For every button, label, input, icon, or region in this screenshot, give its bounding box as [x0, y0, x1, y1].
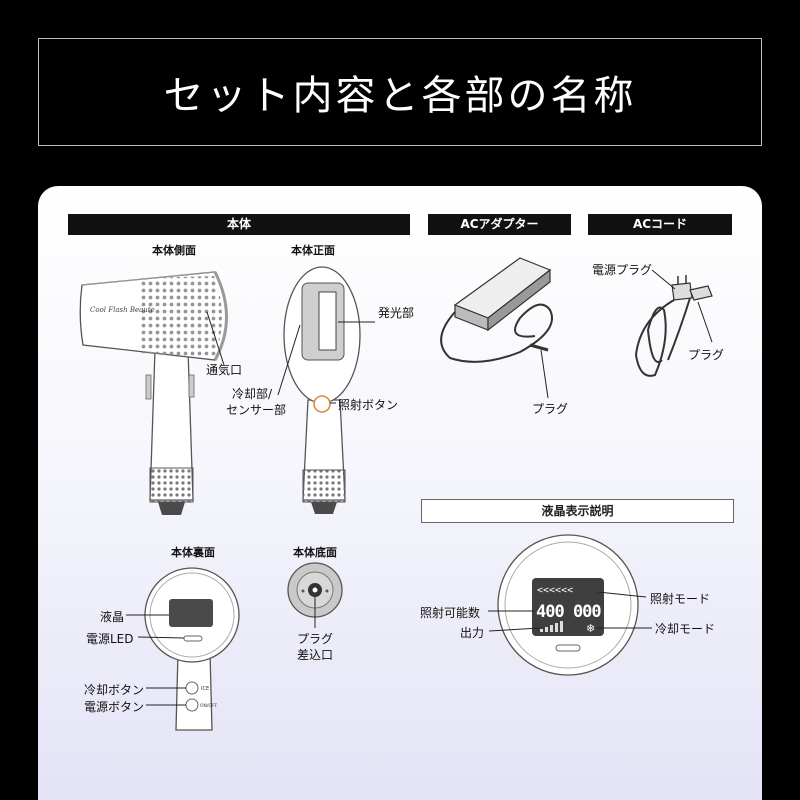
view-side: 本体側面 [152, 244, 196, 257]
title-box: セット内容と各部の名称 [38, 38, 762, 146]
section-body: 本体 [68, 214, 410, 235]
label-adapter-plug: プラグ [532, 402, 569, 416]
bottom-view-device [287, 562, 343, 628]
snowflake-icon: ❄ [586, 622, 595, 635]
view-back: 本体裏面 [171, 546, 215, 559]
label-power-button: 電源ボタン [84, 700, 145, 714]
ice-label: ICE [201, 686, 209, 692]
label-output: 出力 [460, 626, 485, 640]
mode-arrows: <<<<<< [537, 585, 573, 596]
ac-cord [634, 269, 713, 377]
label-cooling-sensor-2: センサー部 [226, 403, 287, 417]
label-cooling-sensor-1: 冷却部/ [232, 387, 273, 401]
label-power-led: 電源LED [86, 632, 134, 646]
page-title: セット内容と各部の名称 [163, 73, 637, 119]
label-flash-button: 照射ボタン [338, 398, 399, 412]
ac-adapter [440, 257, 553, 399]
lcd-diagram: <<<<<< 400 000 ❄ [488, 534, 652, 676]
label-cord-plug: プラグ [688, 348, 725, 362]
onoff-label: ON/OFF [200, 703, 218, 709]
view-bottom: 本体底面 [293, 546, 337, 559]
brand-text: Cool Flash Beaute [90, 306, 155, 314]
side-view-device: Cool Flash Beaute [79, 271, 228, 515]
label-plug-inlet-2: 差込口 [296, 648, 333, 662]
back-view-device: ICE ON/OFF [126, 567, 240, 731]
section-adapter: ACアダプター [428, 214, 571, 235]
label-cooling-mode: 冷却モード [655, 622, 716, 636]
label-cooling-button: 冷却ボタン [84, 683, 145, 697]
label-count: 照射可能数 [420, 606, 481, 620]
label-plug-inlet-1: プラグ [296, 632, 333, 646]
section-cord: ACコード [588, 214, 732, 235]
label-flash-mode: 照射モード [650, 592, 711, 606]
label-power-plug: 電源プラグ [592, 263, 653, 277]
view-front: 本体正面 [291, 244, 335, 257]
label-lcd: 液晶 [100, 610, 125, 624]
label-vent: 通気口 [206, 363, 243, 377]
section-lcd: 液晶表示説明 [421, 499, 734, 523]
label-emitter: 発光部 [378, 306, 415, 320]
output-level-bars [540, 621, 563, 632]
front-view-device [277, 266, 375, 514]
count-value: 400 000 [536, 602, 601, 622]
